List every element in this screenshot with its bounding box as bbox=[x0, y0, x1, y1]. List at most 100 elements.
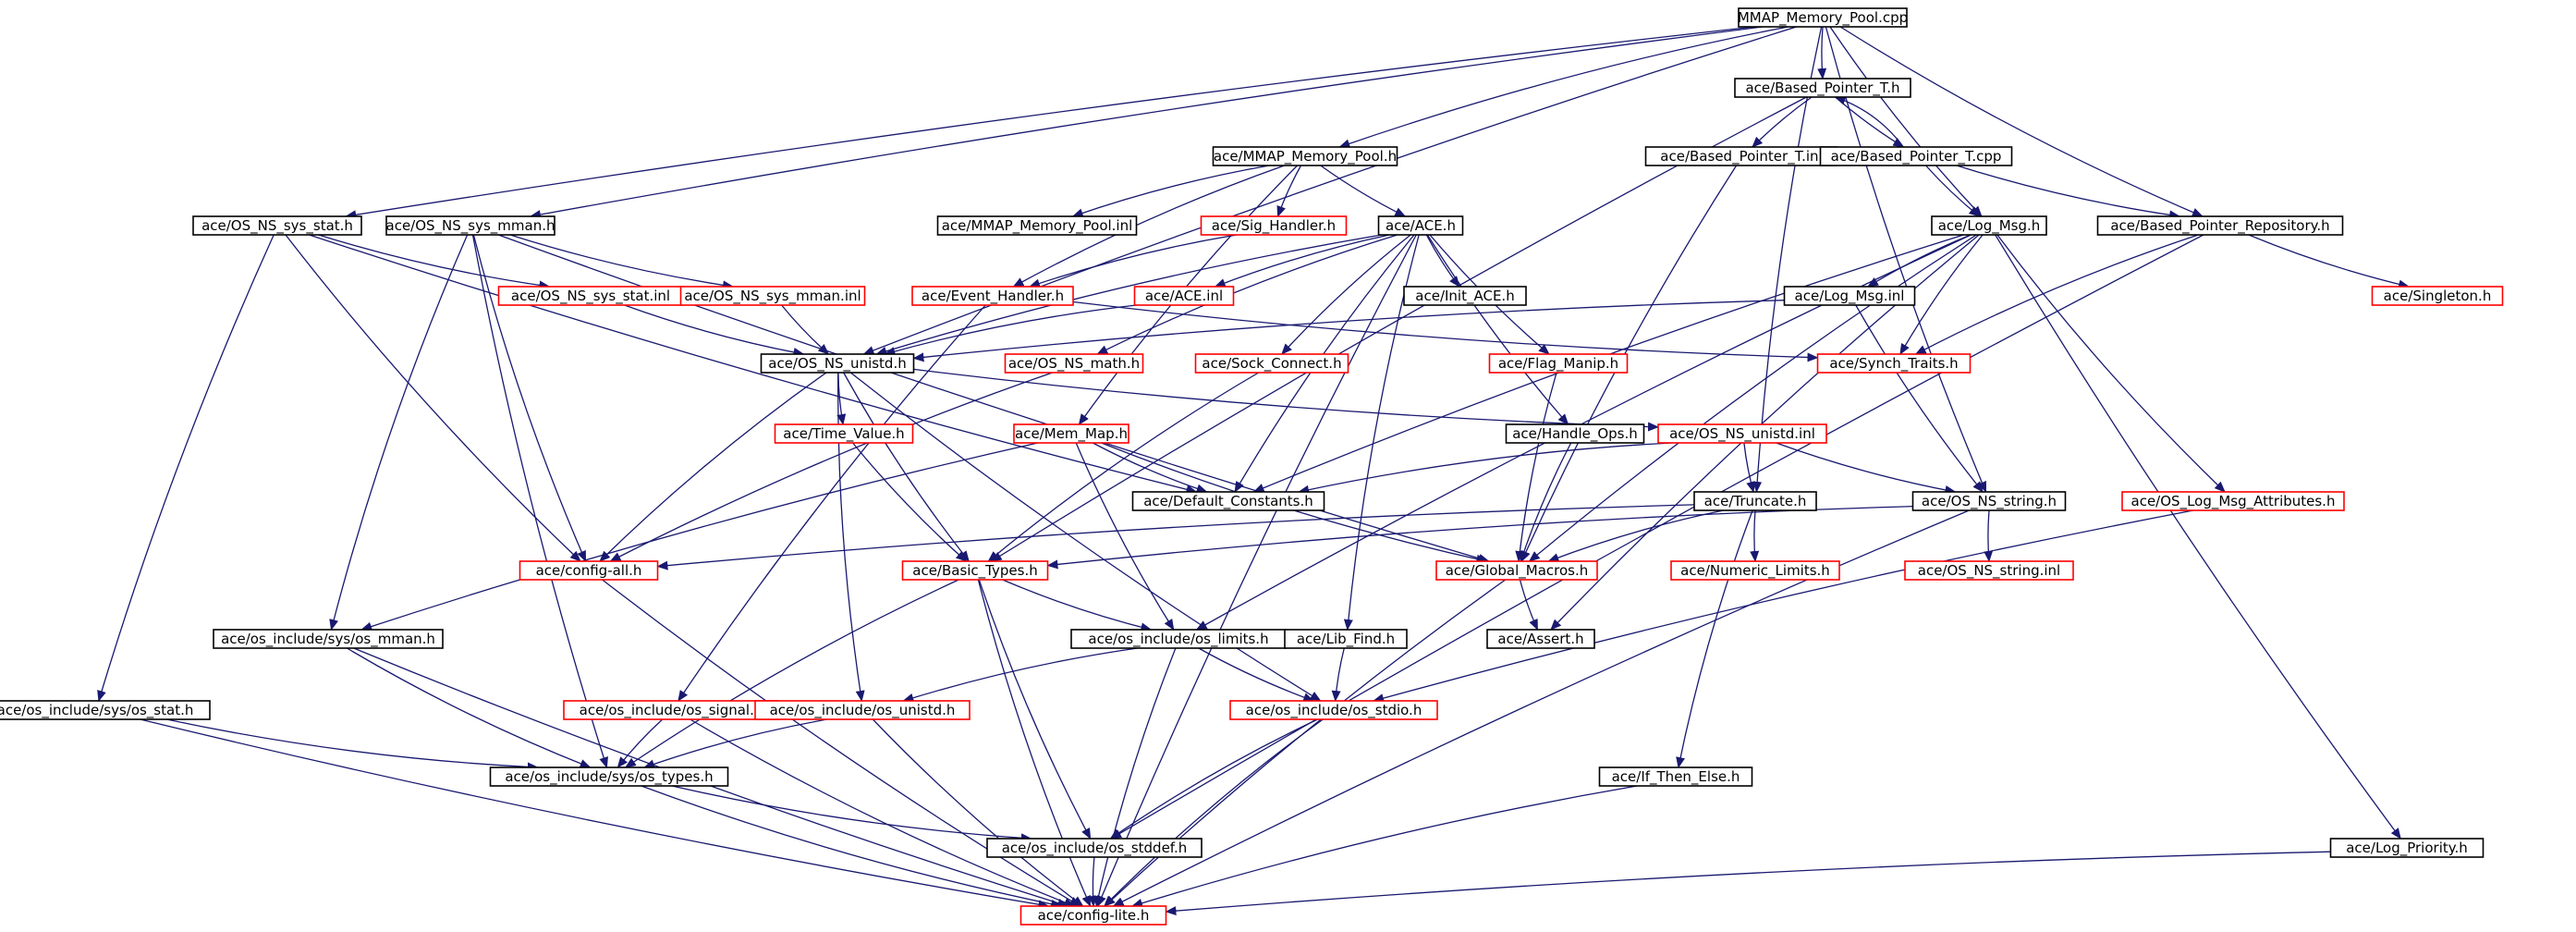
node-box[interactable] bbox=[1004, 353, 1144, 374]
node-based-ptr-t-cpp[interactable]: ace/Based_Pointer_T.cpp bbox=[1819, 146, 2013, 166]
node-default-constants-h[interactable]: ace/Default_Constants.h bbox=[1131, 491, 1325, 511]
node-os-limits-h[interactable]: ace/os_include/os_limits.h bbox=[1070, 629, 1287, 649]
node-lib-find-h[interactable]: ace/Lib_Find.h bbox=[1284, 629, 1408, 649]
node-log-msg-inl[interactable]: ace/Log_Msg.inl bbox=[1783, 286, 1916, 306]
node-truncate-h[interactable]: ace/Truncate.h bbox=[1693, 491, 1817, 511]
node-sys-os-mman-h[interactable]: ace/os_include/sys/os_mman.h bbox=[213, 629, 444, 649]
node-box[interactable] bbox=[911, 286, 1074, 306]
node-box[interactable] bbox=[1931, 215, 2047, 236]
node-box[interactable] bbox=[2329, 838, 2484, 858]
node-box[interactable] bbox=[774, 423, 914, 444]
node-os-ns-string-inl[interactable]: ace/OS_NS_string.inl bbox=[1904, 560, 2074, 581]
node-based-ptr-repo-h[interactable]: ace/Based_Pointer_Repository.h bbox=[2096, 215, 2344, 236]
node-box[interactable] bbox=[1738, 7, 1908, 28]
node-os-ns-unistd-h[interactable]: ace/OS_NS_unistd.h bbox=[760, 353, 915, 374]
node-singleton-h[interactable]: ace/Singleton.h bbox=[2371, 286, 2504, 306]
node-os-log-msg-attr-h[interactable]: ace/OS_Log_Msg_Attributes.h bbox=[2121, 491, 2345, 511]
node-box[interactable] bbox=[2371, 286, 2504, 306]
node-event-handler-h[interactable]: ace/Event_Handler.h bbox=[911, 286, 1074, 306]
node-box[interactable] bbox=[1403, 286, 1527, 306]
node-config-lite-h[interactable]: ace/config-lite.h bbox=[1019, 905, 1167, 926]
node-os-ns-sys-mman-inl[interactable]: ace/OS_NS_sys_mman.inl bbox=[679, 286, 866, 306]
node-box[interactable] bbox=[1194, 353, 1349, 374]
node-box[interactable] bbox=[1133, 286, 1235, 306]
node-box[interactable] bbox=[1819, 146, 2013, 166]
node-log-msg-h[interactable]: ace/Log_Msg.h bbox=[1931, 215, 2047, 236]
node-box[interactable] bbox=[1734, 78, 1911, 98]
node-box[interactable] bbox=[679, 286, 866, 306]
node-synch-traits-h[interactable]: ace/Synch_Traits.h bbox=[1816, 353, 1972, 374]
node-mmap-h[interactable]: ace/MMAP_Memory_Pool.h bbox=[1212, 146, 1398, 166]
node-box[interactable] bbox=[519, 560, 659, 581]
node-init-ace-h[interactable]: ace/Init_ACE.h bbox=[1403, 286, 1527, 306]
node-handle-ops-h[interactable]: ace/Handle_Ops.h bbox=[1505, 423, 1645, 444]
node-box[interactable] bbox=[1657, 423, 1827, 444]
node-box[interactable] bbox=[1284, 629, 1408, 649]
node-box[interactable] bbox=[385, 215, 555, 236]
node-os-ns-math-h[interactable]: ace/OS_NS_math.h bbox=[1004, 353, 1144, 374]
edge-ace_h-to-sock_connect_h bbox=[1281, 234, 1411, 355]
node-basic-types-h[interactable]: ace/Basic_Types.h bbox=[901, 560, 1049, 581]
node-box[interactable] bbox=[1229, 700, 1438, 720]
node-box[interactable] bbox=[192, 215, 362, 236]
node-sig-handler-h[interactable]: ace/Sig_Handler.h bbox=[1200, 215, 1348, 236]
node-box[interactable] bbox=[1488, 353, 1629, 374]
node-box[interactable] bbox=[1904, 560, 2074, 581]
node-box[interactable] bbox=[1486, 629, 1595, 649]
node-box[interactable] bbox=[1200, 215, 1348, 236]
node-box[interactable] bbox=[986, 838, 1203, 858]
node-mmap-inl[interactable]: ace/MMAP_Memory_Pool.inl bbox=[936, 215, 1138, 236]
node-ace-inl[interactable]: ace/ACE.inl bbox=[1133, 286, 1235, 306]
node-os-ns-sys-stat-inl[interactable]: ace/OS_NS_sys_stat.inl bbox=[497, 286, 684, 306]
node-box[interactable] bbox=[1505, 423, 1645, 444]
node-box[interactable] bbox=[489, 766, 729, 787]
node-box[interactable] bbox=[754, 700, 971, 720]
node-os-ns-sys-mman-h[interactable]: ace/OS_NS_sys_mman.h bbox=[385, 215, 555, 236]
node-mem-map-h[interactable]: ace/Mem_Map.h bbox=[1013, 423, 1129, 444]
node-based-ptr-t-inl[interactable]: ace/Based_Pointer_T.inl bbox=[1644, 146, 1838, 166]
node-sys-os-stat-h[interactable]: ace/os_include/sys/os_stat.h bbox=[0, 700, 211, 720]
node-box[interactable] bbox=[1377, 215, 1464, 236]
node-box[interactable] bbox=[0, 700, 211, 720]
node-os-ns-unistd-inl[interactable]: ace/OS_NS_unistd.inl bbox=[1657, 423, 1827, 444]
node-global-macros-h[interactable]: ace/Global_Macros.h bbox=[1435, 560, 1598, 581]
node-box[interactable] bbox=[1670, 560, 1840, 581]
node-os-stddef-h[interactable]: ace/os_include/os_stddef.h bbox=[986, 838, 1203, 858]
node-box[interactable] bbox=[936, 215, 1138, 236]
node-os-signal-h[interactable]: ace/os_include/os_signal.h bbox=[563, 700, 779, 720]
node-box[interactable] bbox=[1816, 353, 1972, 374]
node-box[interactable] bbox=[2096, 215, 2344, 236]
node-based-ptr-t-h[interactable]: ace/Based_Pointer_T.h bbox=[1734, 78, 1911, 98]
node-box[interactable] bbox=[1435, 560, 1598, 581]
node-box[interactable] bbox=[1212, 146, 1398, 166]
node-assert-h[interactable]: ace/Assert.h bbox=[1486, 629, 1595, 649]
node-box[interactable] bbox=[1013, 423, 1129, 444]
node-time-value-h[interactable]: ace/Time_Value.h bbox=[774, 423, 914, 444]
node-numeric-limits-h[interactable]: ace/Numeric_Limits.h bbox=[1670, 560, 1840, 581]
edge-sys_os_stat_h-to-config_lite_h bbox=[140, 718, 1050, 910]
node-root[interactable]: MMAP_Memory_Pool.cpp bbox=[1738, 7, 1908, 28]
node-box[interactable] bbox=[1598, 766, 1753, 787]
node-box[interactable] bbox=[760, 353, 915, 374]
node-box[interactable] bbox=[1783, 286, 1916, 306]
node-box[interactable] bbox=[1019, 905, 1167, 926]
node-config-all-h[interactable]: ace/config-all.h bbox=[519, 560, 659, 581]
node-box[interactable] bbox=[1693, 491, 1817, 511]
node-flag-manip-h[interactable]: ace/Flag_Manip.h bbox=[1488, 353, 1629, 374]
edge-ace_h-to-os_ns_unistd_h bbox=[875, 234, 1382, 356]
node-if-then-else-h[interactable]: ace/If_Then_Else.h bbox=[1598, 766, 1753, 787]
node-sys-os-types-h[interactable]: ace/os_include/sys/os_types.h bbox=[489, 766, 729, 787]
node-log-priority-h[interactable]: ace/Log_Priority.h bbox=[2329, 838, 2484, 858]
node-box[interactable] bbox=[2121, 491, 2345, 511]
node-label: ace/config-lite.h bbox=[1038, 907, 1150, 924]
node-os-ns-string-h[interactable]: ace/OS_NS_string.h bbox=[1911, 491, 2067, 511]
node-box[interactable] bbox=[901, 560, 1049, 581]
node-box[interactable] bbox=[213, 629, 444, 649]
node-ace-h[interactable]: ace/ACE.h bbox=[1377, 215, 1464, 236]
node-os-ns-sys-stat-h[interactable]: ace/OS_NS_sys_stat.h bbox=[192, 215, 362, 236]
node-os-unistd-h[interactable]: ace/os_include/os_unistd.h bbox=[754, 700, 971, 720]
node-os-stdio-h[interactable]: ace/os_include/os_stdio.h bbox=[1229, 700, 1438, 720]
node-sock-connect-h[interactable]: ace/Sock_Connect.h bbox=[1194, 353, 1349, 374]
node-box[interactable] bbox=[1911, 491, 2067, 511]
node-box[interactable] bbox=[1131, 491, 1325, 511]
